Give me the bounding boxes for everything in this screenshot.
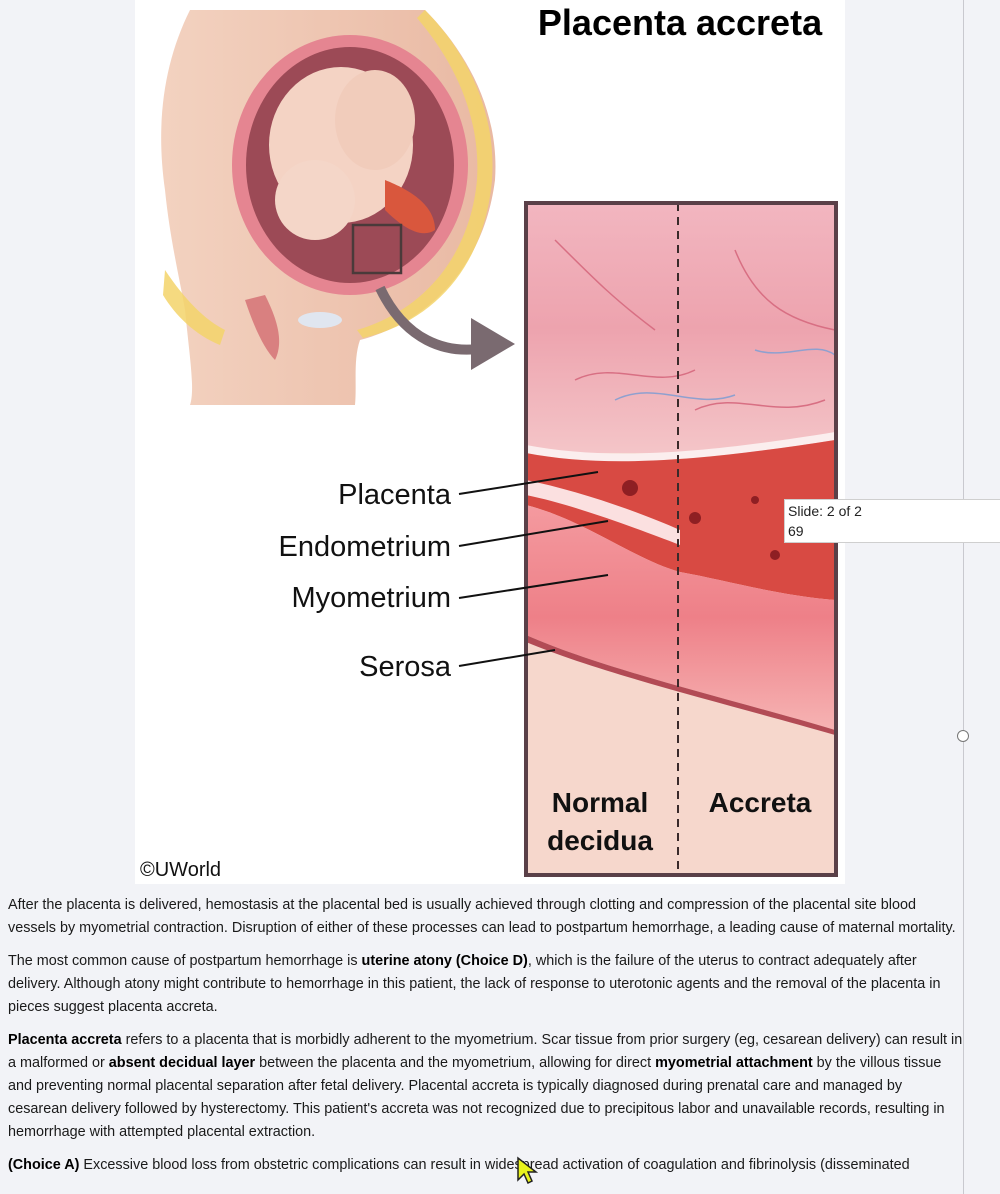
label-serosa: Serosa xyxy=(359,651,452,683)
explanation-text: After the placenta is delivered, hemosta… xyxy=(8,894,963,1187)
caption-decidua: decidua xyxy=(547,825,653,856)
scroll-handle[interactable] xyxy=(957,730,969,742)
tooltip-slide-text: Slide: 2 of 2 xyxy=(788,503,862,519)
copyright-text: ©UWorld xyxy=(140,859,221,881)
leader-placenta xyxy=(458,471,599,495)
mouse-cursor-icon xyxy=(517,1156,538,1185)
label-myometrium: Myometrium xyxy=(291,582,451,614)
scroll-rail[interactable] xyxy=(963,0,964,1194)
placenta-accreta-figure: Placenta accreta Placenta Endometrium My… xyxy=(135,0,845,884)
caption-accreta: Accreta xyxy=(709,787,812,818)
caption-normal: Normal xyxy=(552,787,648,818)
explanation-paragraph-4: (Choice A) Excessive blood loss from obs… xyxy=(8,1157,910,1173)
tooltip-value-text: 69 xyxy=(788,523,804,539)
explanation-paragraph-1: After the placenta is delivered, hemosta… xyxy=(8,897,956,936)
label-placenta: Placenta xyxy=(338,479,452,511)
slide-tooltip: Slide: 2 of 2 69 xyxy=(784,499,1000,543)
leader-serosa xyxy=(458,649,556,667)
explanation-paragraph-2: The most common cause of postpartum hemo… xyxy=(8,953,941,1015)
leader-endometrium xyxy=(458,520,609,547)
explanation-paragraph-3: Placenta accreta refers to a placenta th… xyxy=(8,1032,963,1140)
label-endometrium: Endometrium xyxy=(279,531,451,563)
pregnancy-cross-section xyxy=(161,10,515,405)
figure-illustration: Placenta accreta Placenta Endometrium My… xyxy=(140,2,838,881)
figure-title: Placenta accreta xyxy=(538,2,823,43)
leader-myometrium xyxy=(458,574,609,599)
